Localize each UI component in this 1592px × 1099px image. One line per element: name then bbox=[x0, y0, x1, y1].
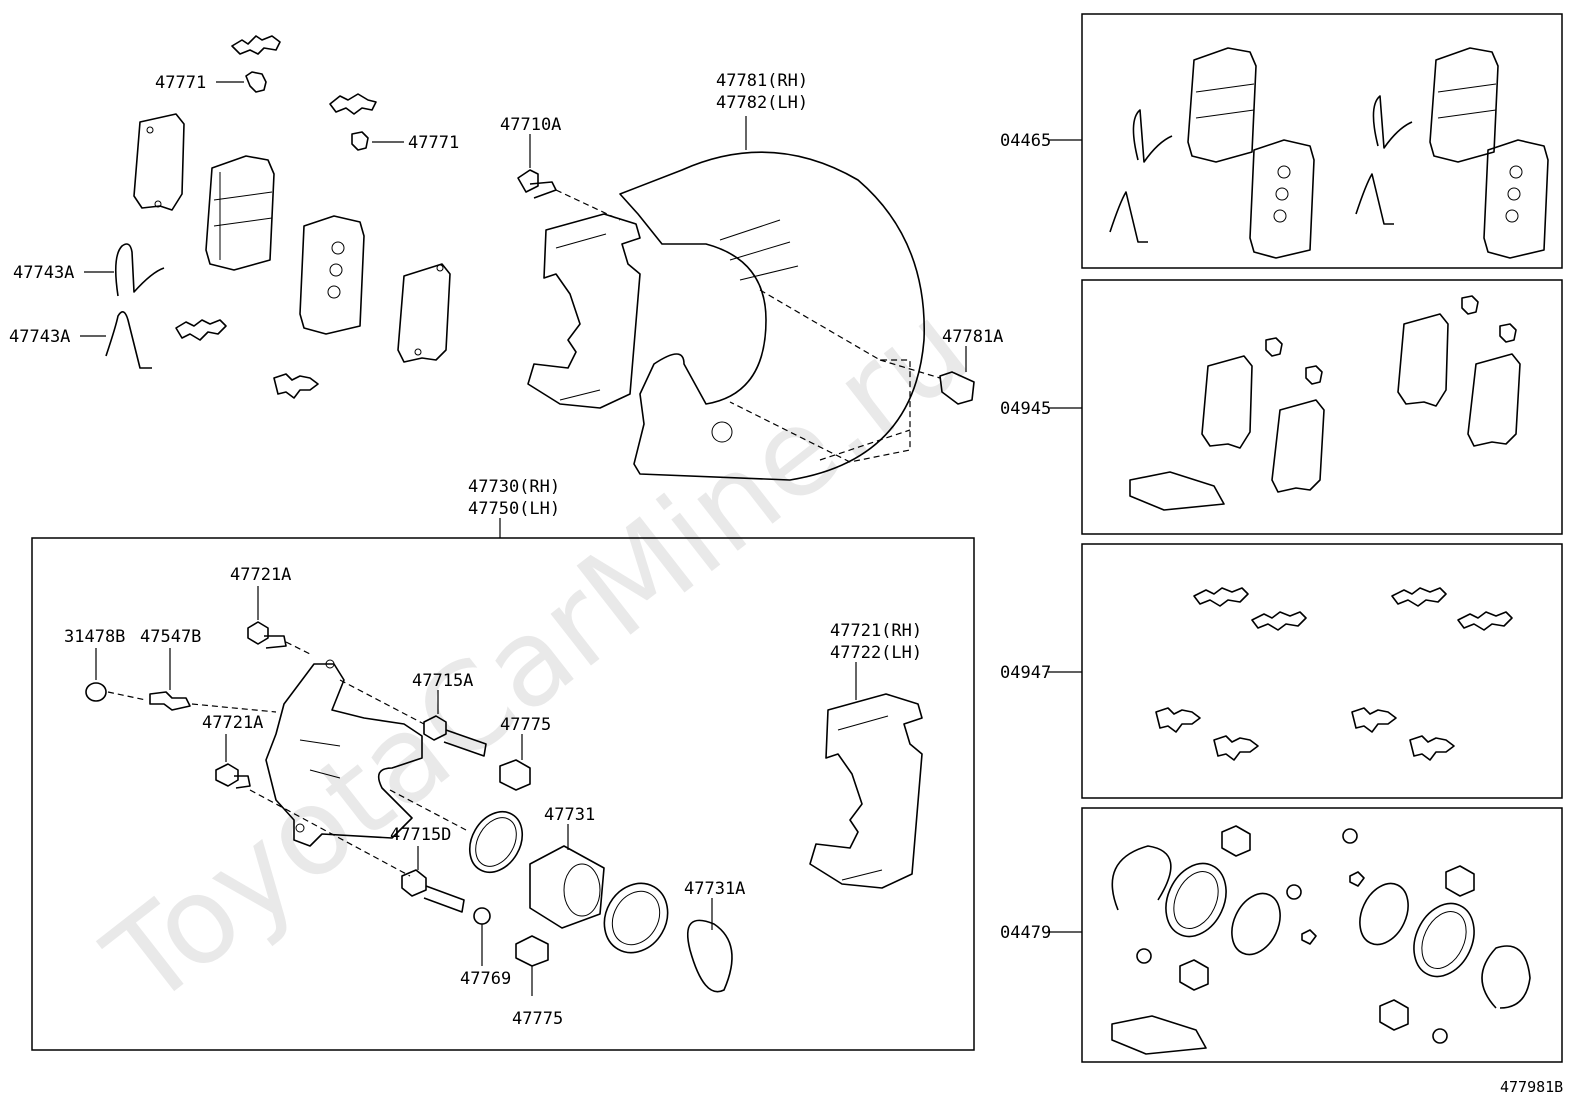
label-47730-rh: 47730(RH) bbox=[468, 477, 560, 497]
label-47721a-lower: 47721A bbox=[202, 713, 263, 733]
label-47775-upper: 47775 bbox=[500, 715, 551, 735]
label-47721-rh: 47721(RH) bbox=[830, 621, 922, 641]
label-47743a-lower: 47743A bbox=[9, 327, 70, 347]
label-47722-lh: 47722(LH) bbox=[830, 643, 922, 663]
label-47771-lower: 47771 bbox=[408, 133, 459, 153]
label-04479: 04479 bbox=[1000, 923, 1051, 943]
label-47750-lh: 47750(LH) bbox=[468, 499, 560, 519]
kit-04945-contents bbox=[1129, 295, 1521, 511]
mounting-bracket-group bbox=[517, 151, 975, 481]
label-47782-lh: 47782(LH) bbox=[716, 93, 808, 113]
label-47731: 47731 bbox=[544, 805, 595, 825]
label-47715a: 47715A bbox=[412, 671, 473, 691]
label-47731a: 47731A bbox=[684, 879, 745, 899]
label-47715d: 47715D bbox=[390, 825, 451, 845]
diagram-id: 477981B bbox=[1500, 1078, 1563, 1096]
kit-box-04947 bbox=[1081, 543, 1563, 799]
kit-box-04945 bbox=[1081, 279, 1563, 535]
label-47781a: 47781A bbox=[942, 327, 1003, 347]
kit-box-04465 bbox=[1081, 13, 1563, 269]
label-47769: 47769 bbox=[460, 969, 511, 989]
label-47781-rh: 47781(RH) bbox=[716, 71, 808, 91]
pad-shims-group bbox=[105, 35, 451, 399]
label-47775-lower: 47775 bbox=[512, 1009, 563, 1029]
caliper-parts-group bbox=[85, 621, 923, 993]
label-47743a-upper: 47743A bbox=[13, 263, 74, 283]
kit-box-04479 bbox=[1081, 807, 1563, 1063]
caliper-assembly-box bbox=[31, 537, 975, 1051]
label-31478b: 31478B bbox=[64, 627, 125, 647]
kit-04465-contents bbox=[1109, 47, 1549, 259]
kit-04479-contents bbox=[1111, 825, 1531, 1055]
label-47771-upper: 47771 bbox=[155, 73, 206, 93]
kit-04947-contents bbox=[1155, 587, 1513, 761]
label-04947: 04947 bbox=[1000, 663, 1051, 683]
label-47710a: 47710A bbox=[500, 115, 561, 135]
label-04465: 04465 bbox=[1000, 131, 1051, 151]
label-47721a-upper: 47721A bbox=[230, 565, 291, 585]
label-47547b: 47547B bbox=[140, 627, 201, 647]
label-04945: 04945 bbox=[1000, 399, 1051, 419]
